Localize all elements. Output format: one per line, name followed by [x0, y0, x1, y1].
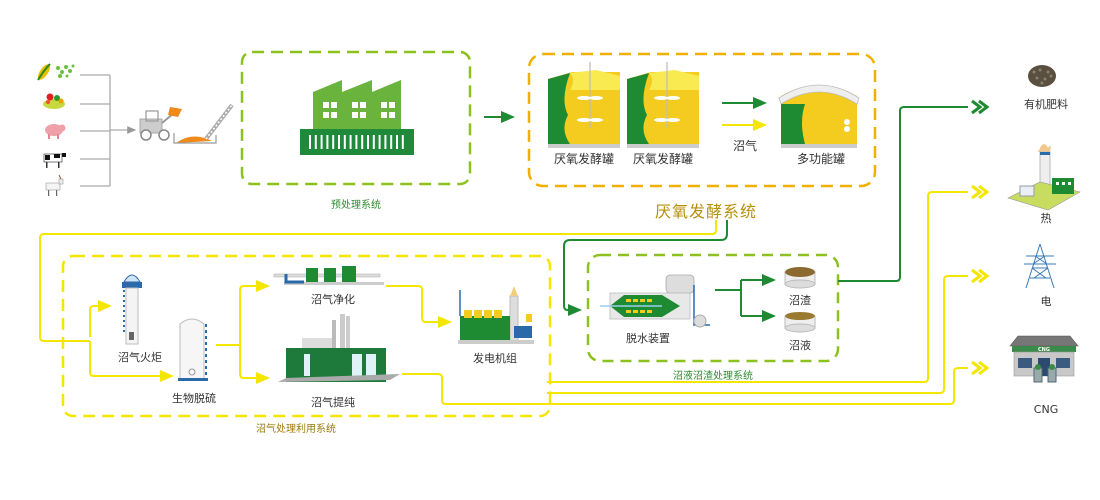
residue-label: 沼渣 [789, 294, 811, 307]
output-label-cng: CNG [1033, 403, 1059, 416]
chevron-power-icon [971, 268, 990, 284]
desulfurization-tower-icon [178, 318, 208, 381]
dewatering-label: 脱水装置 [626, 332, 670, 345]
generator-label: 发电机组 [473, 352, 517, 365]
multifunction-tank-icon [778, 84, 860, 148]
feedstock-connector [80, 74, 137, 187]
heat-plant-icon [1007, 144, 1081, 211]
output-chevrons [971, 99, 990, 376]
fertilizer-icon [1028, 65, 1056, 87]
anaerobic-system-box [527, 52, 877, 188]
chevron-heat-icon [971, 184, 990, 200]
flare-label: 沼气火炬 [118, 351, 162, 364]
cng-station-icon: CNG [1009, 335, 1079, 383]
digester-tank-1-icon [548, 62, 620, 148]
dewatering-unit-icon [600, 274, 710, 328]
pretreatment-system-title: 预处理系统 [331, 200, 381, 211]
feedstock-group [37, 63, 75, 196]
output-label-fertilizer: 有机肥料 [1024, 98, 1068, 111]
generator-set-icon [458, 286, 534, 344]
factory-icon [300, 80, 414, 155]
digester-tank-1-label: 厌氧发酵罐 [553, 152, 615, 166]
biogas-label: 沼气 [732, 139, 758, 153]
digestate-system-title: 沼液沼渣处理系统 [673, 371, 753, 382]
output-label-heat: 热 [1040, 212, 1052, 225]
desulfurization-label: 生物脱硫 [172, 392, 216, 405]
corn-straw-icon [37, 63, 75, 81]
chevron-fertilizer-icon [971, 99, 990, 115]
purifier-label: 沼气净化 [311, 293, 355, 306]
power-tower-icon [1024, 243, 1056, 289]
residue-bin-icon [784, 267, 816, 289]
cow-icon [43, 153, 66, 168]
multifunction-tank-label: 多功能罐 [796, 152, 846, 166]
vegetable-waste-icon [43, 93, 65, 109]
liquid-label: 沼液 [789, 339, 811, 352]
anaerobic-system-title: 厌氧发酵系统 [654, 202, 758, 221]
biogas-system-title: 沼气处理利用系统 [256, 424, 336, 435]
digestate-system-box [586, 253, 840, 363]
flare-stack-icon [122, 274, 142, 345]
digestate-split-connector [715, 279, 774, 317]
digester-tank-2-icon [627, 62, 699, 148]
biogas-system-box [61, 254, 552, 418]
digestate-flow-lines [563, 106, 968, 316]
output-label-power: 电 [1040, 295, 1052, 308]
biogas-flow-lines [39, 191, 968, 405]
biogas-upgrading-plant-icon [278, 314, 400, 382]
goat-icon [45, 174, 64, 196]
cng-sign-text: CNG [1038, 347, 1050, 353]
pretreatment-system-box [240, 50, 472, 186]
loader-conveyor-icon [139, 103, 234, 144]
chevron-cng-icon [971, 360, 990, 376]
pig-icon [45, 124, 66, 139]
liquid-bin-icon [784, 312, 816, 333]
digester-tank-2-label: 厌氧发酵罐 [632, 152, 694, 166]
biogas-purifier-icon [273, 266, 384, 285]
upgrading-label: 沼气提纯 [311, 396, 355, 409]
